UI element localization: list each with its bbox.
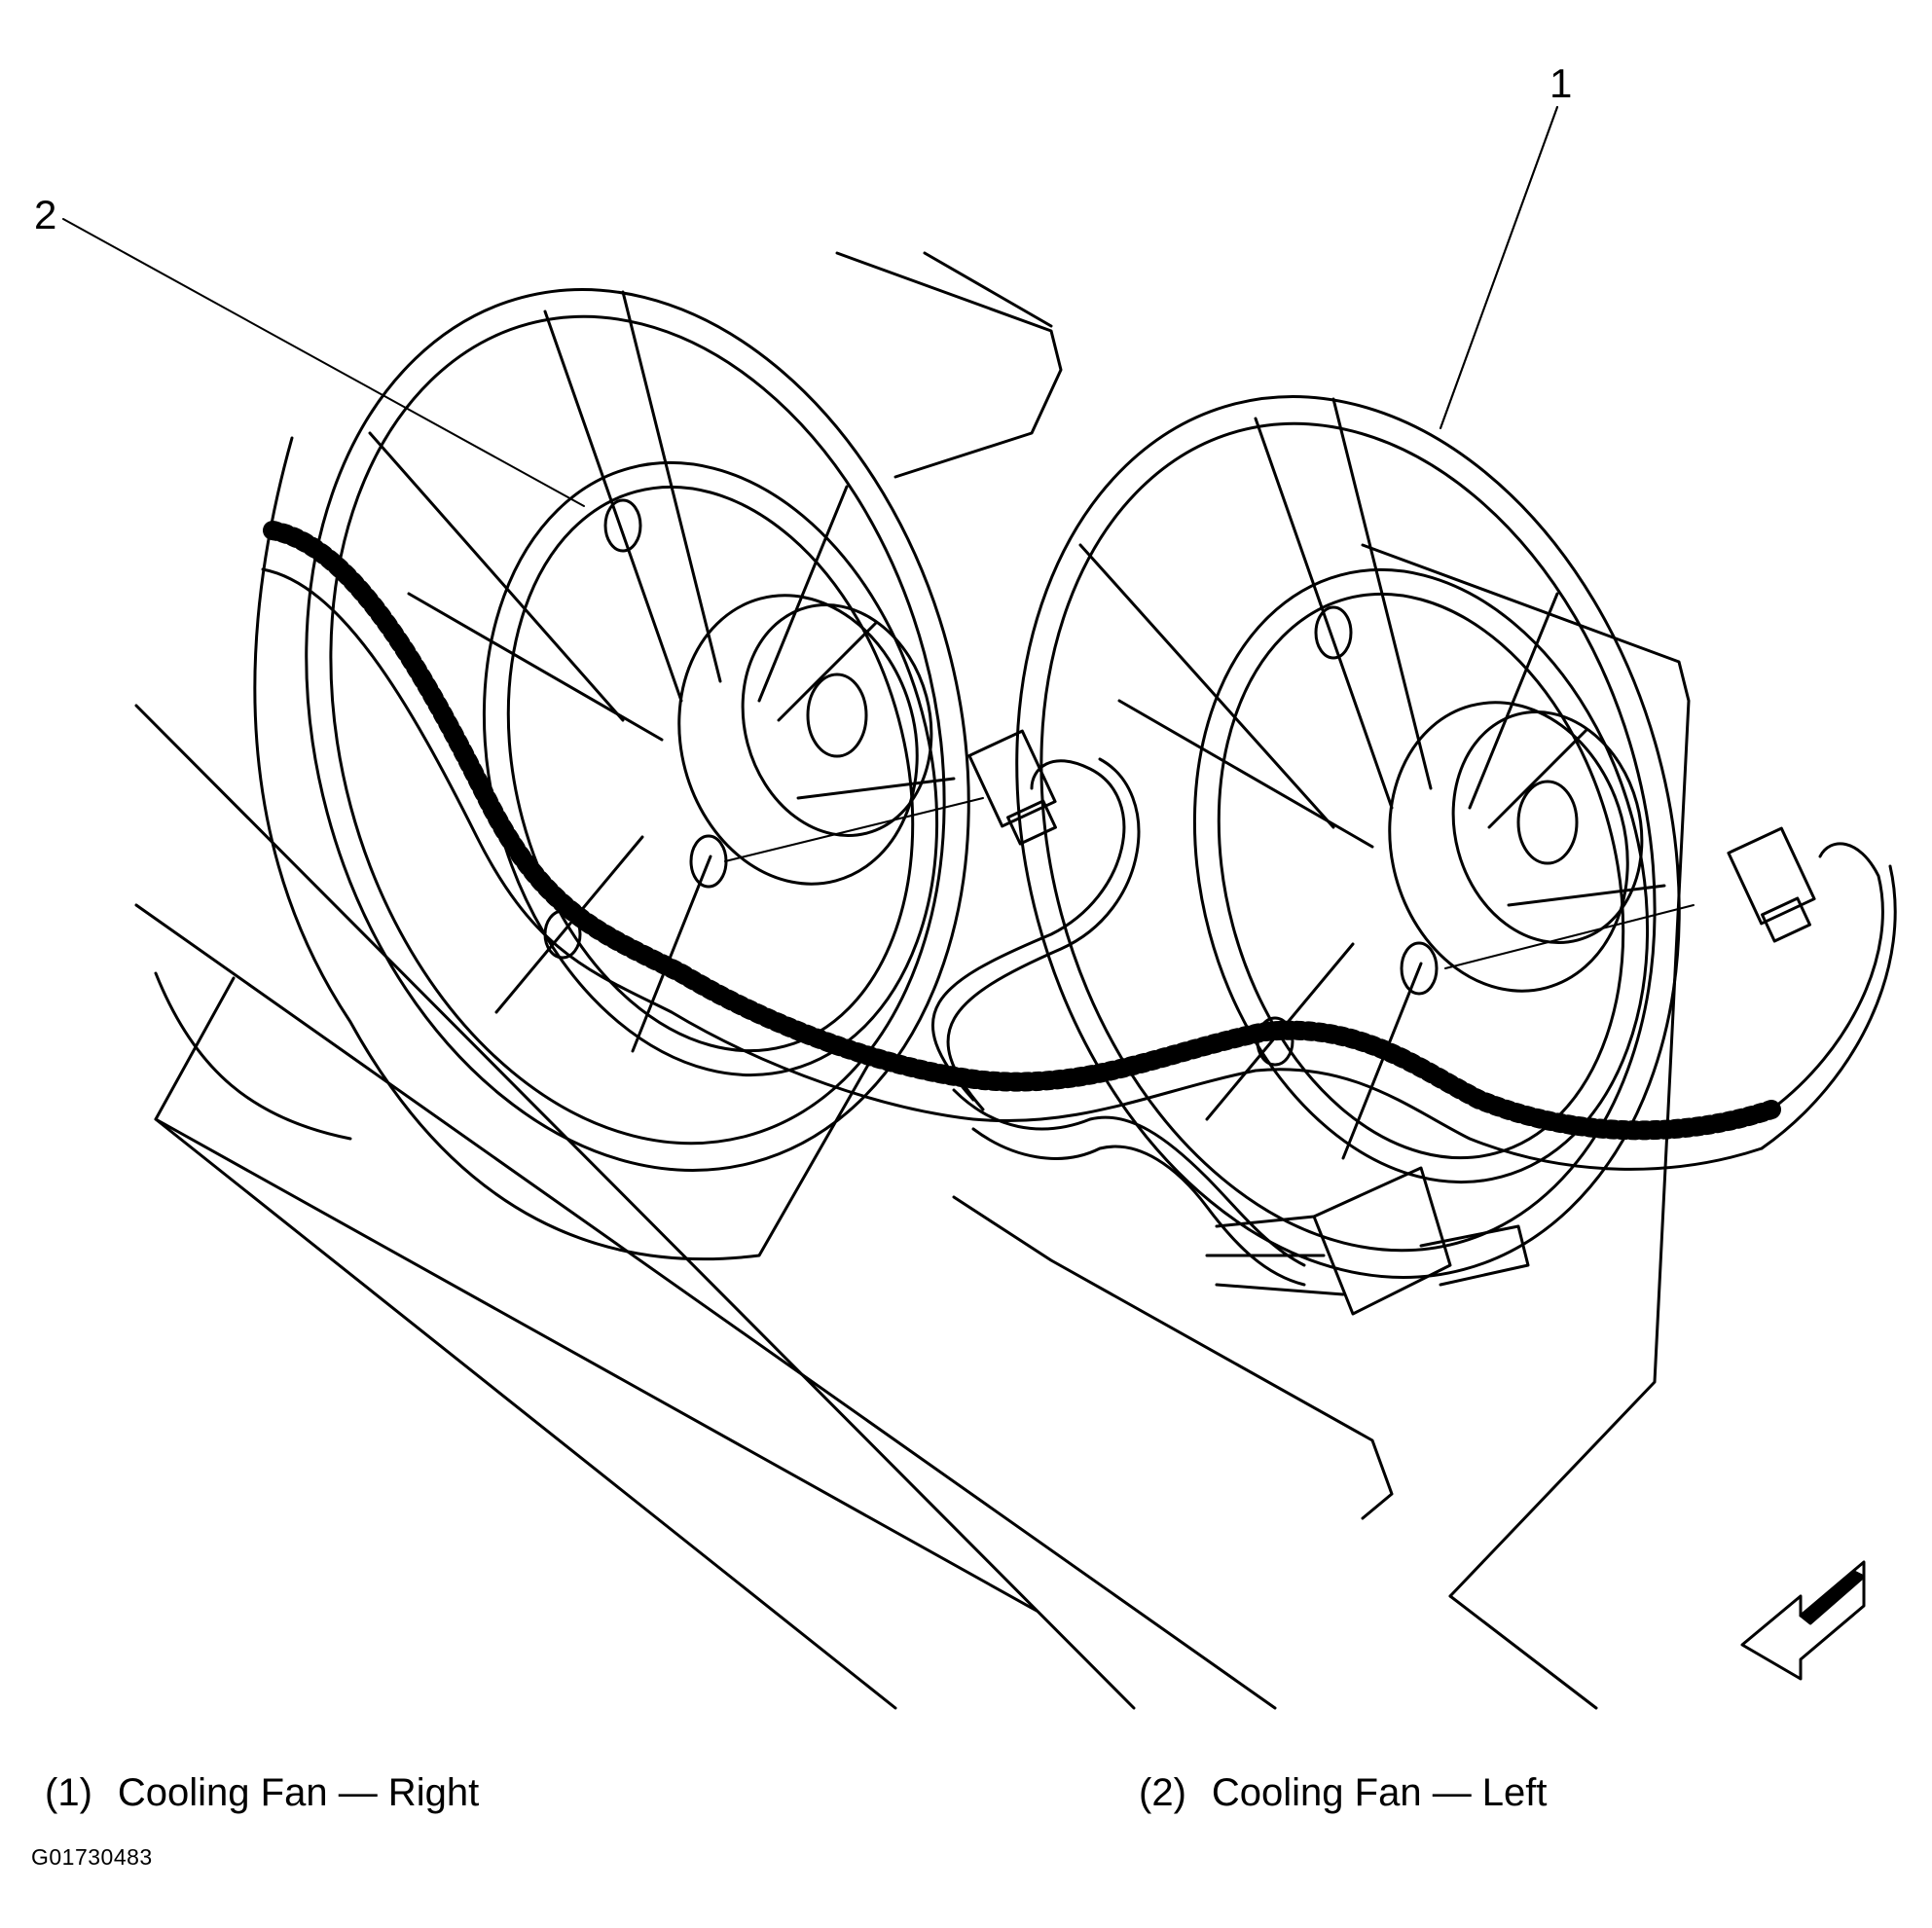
leader-lines xyxy=(62,106,1695,969)
cooling-fan-illustration: 1 2 xyxy=(34,60,1897,1710)
wiring-harness xyxy=(261,521,1897,1287)
fan-shroud xyxy=(154,436,878,1261)
cooling-fan-right xyxy=(1015,395,1681,1279)
cooling-fan-left xyxy=(305,288,970,1172)
legend-label: Cooling Fan — Right xyxy=(117,1771,480,1814)
legend-label: Cooling Fan — Left xyxy=(1211,1771,1548,1814)
legend-number: (2) xyxy=(1139,1771,1186,1814)
legend-item-cooling-fan-left: (2) Cooling Fan — Left xyxy=(1139,1769,1548,1816)
front-arrow-icon xyxy=(1740,1560,1866,1681)
callout-number-2: 2 xyxy=(34,192,56,237)
legend-item-cooling-fan-right: (1) Cooling Fan — Right xyxy=(45,1769,479,1816)
figure-id: G01730483 xyxy=(31,1844,153,1870)
legend-number: (1) xyxy=(45,1771,92,1814)
callout-number-1: 1 xyxy=(1549,60,1572,106)
radiator-frame xyxy=(134,251,1691,1710)
fan-connectors xyxy=(967,729,1816,1316)
